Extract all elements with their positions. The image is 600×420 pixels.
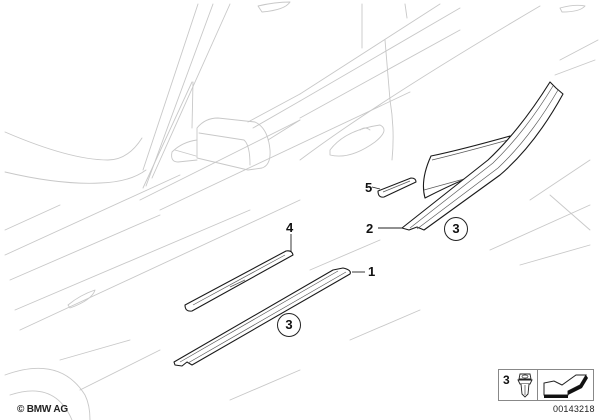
side-mirror-ghost [171, 117, 271, 171]
circled-ref-3-rear[interactable]: 3 [444, 217, 468, 241]
circled-ref-3-front[interactable]: 3 [277, 313, 301, 337]
diagram-id: 00143218 [553, 404, 595, 414]
part-5-rear-sill-plate[interactable] [371, 177, 417, 198]
clip-icon [517, 373, 533, 398]
legend-box: 3 [498, 369, 594, 401]
legend-clip-cell: 3 [499, 370, 538, 400]
callout-2[interactable]: 2 [366, 221, 374, 236]
copyright-text: © BMW AG [17, 404, 68, 415]
callout-5[interactable]: 5 [365, 180, 373, 195]
part-1-front-sill-strip[interactable] [173, 267, 365, 367]
part-4-front-sill-plate[interactable] [184, 234, 294, 312]
car-body-ghost-lines [4, 1, 599, 420]
callout-1[interactable]: 1 [368, 264, 376, 279]
legend-arrow-cell [538, 370, 593, 400]
legend-number: 3 [503, 373, 510, 387]
callout-4[interactable]: 4 [286, 220, 294, 235]
arrow-icon [543, 374, 588, 398]
part-2-rear-sill-strip[interactable] [378, 81, 564, 231]
